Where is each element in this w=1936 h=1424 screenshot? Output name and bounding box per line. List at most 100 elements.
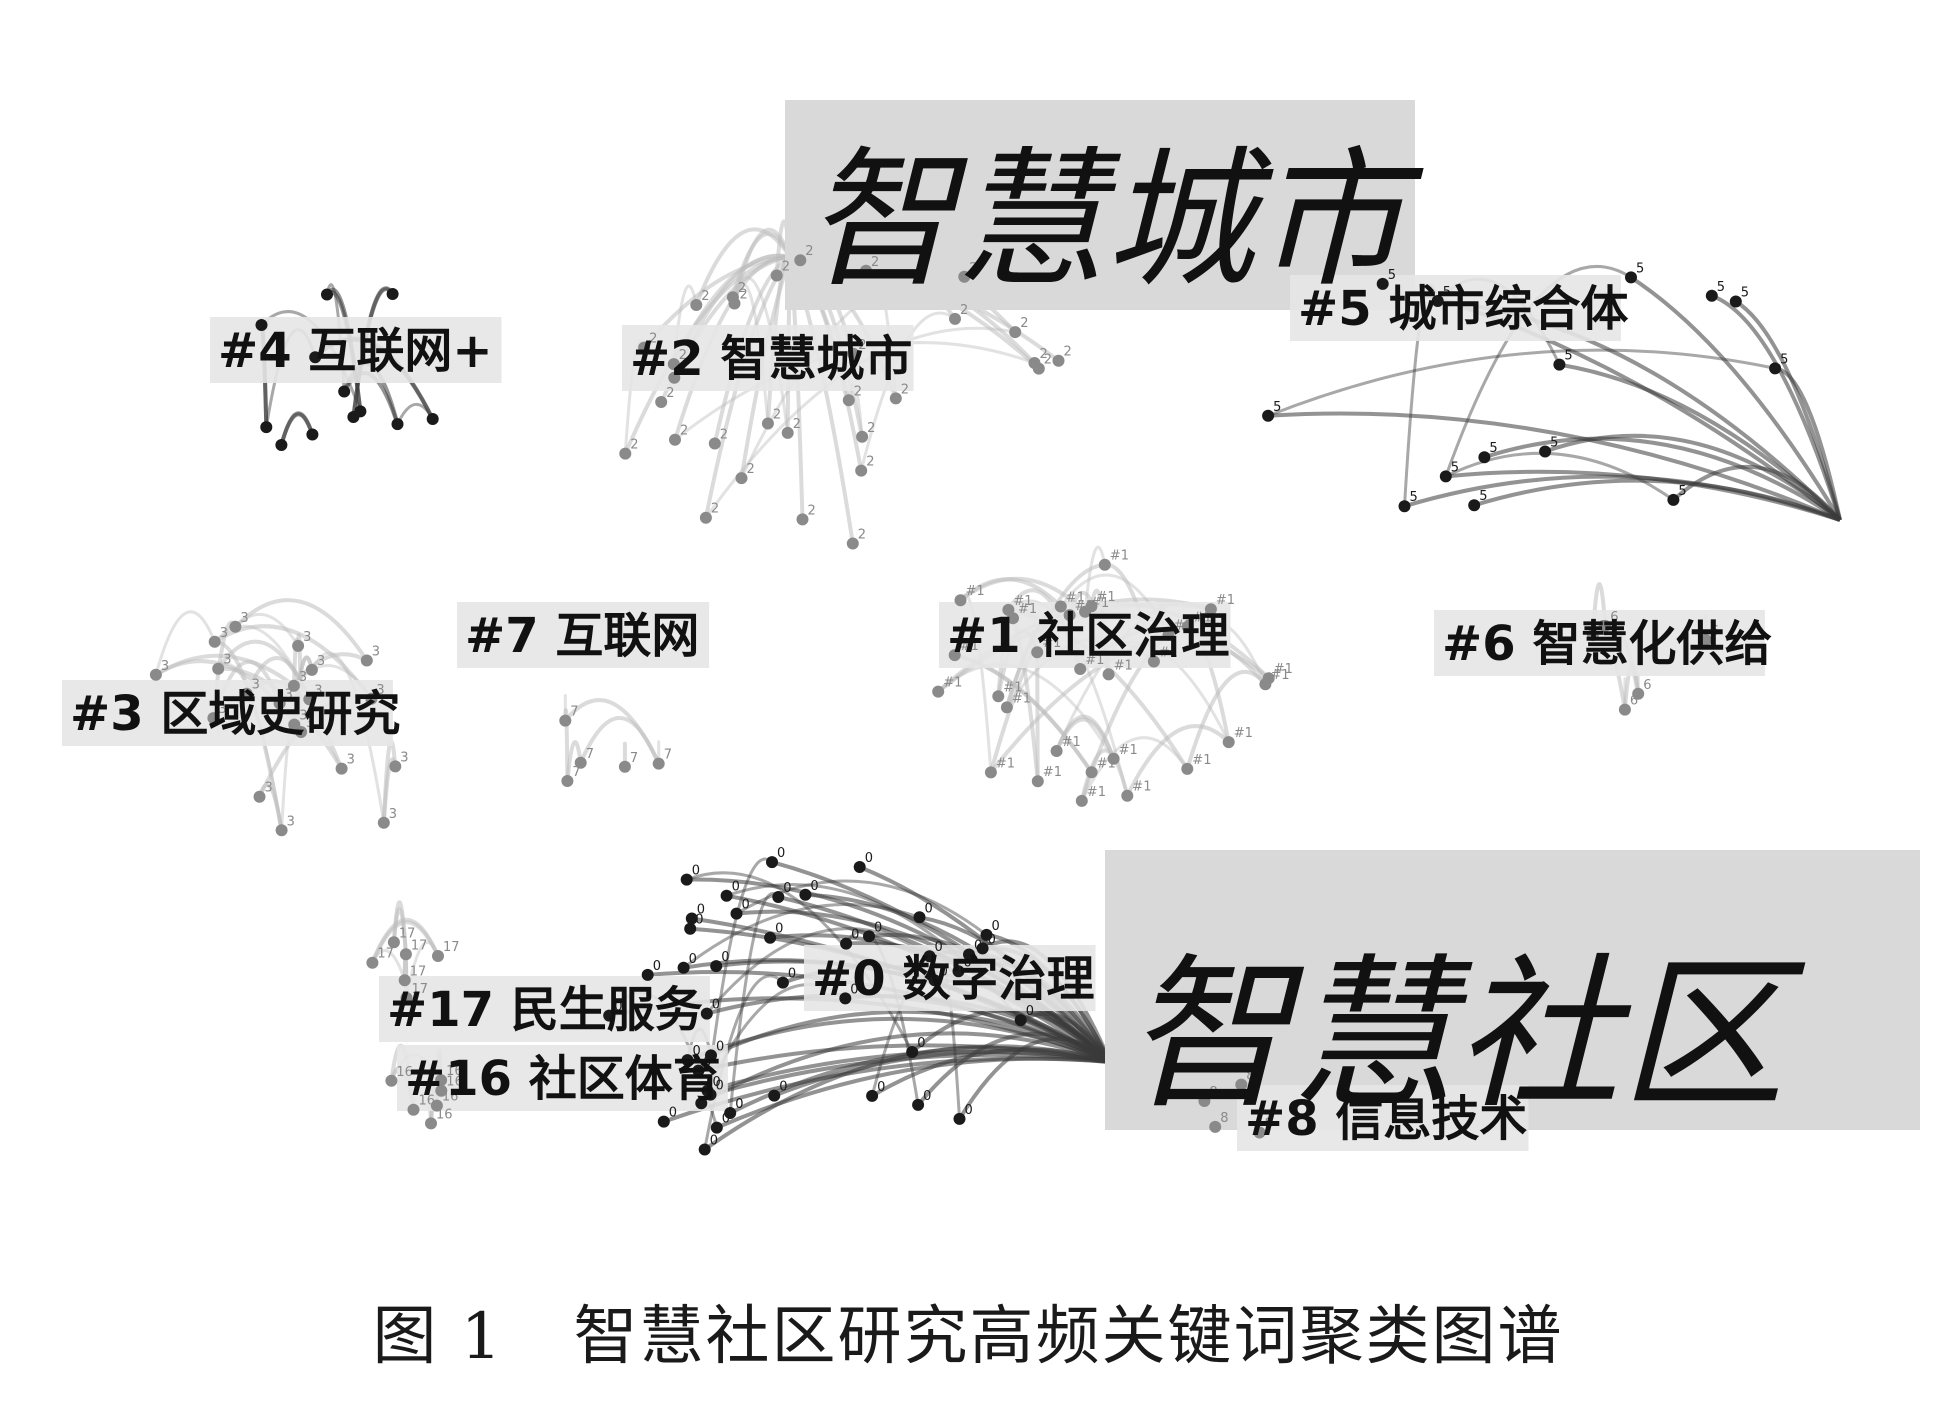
node-tag: 2 (649, 332, 657, 347)
keyword-node (1063, 609, 1076, 622)
node-tag: 0 (722, 1112, 730, 1127)
node-tag: 0 (777, 846, 785, 861)
edge (1629, 275, 1842, 522)
keyword-node (710, 1121, 723, 1134)
keyword-node (1031, 775, 1044, 788)
keyword-node (720, 889, 733, 902)
keyword-node (435, 1074, 448, 1087)
node-tag: 0 (874, 920, 882, 935)
node-tag: #1 (1090, 596, 1109, 611)
keyword-node (1054, 600, 1067, 613)
keyword-node (638, 341, 651, 354)
node-tag: #1 (943, 676, 962, 691)
node-tag: #1 (1085, 653, 1104, 668)
cluster-c0-nodes: 0000000000000000000000000000000000000000… (603, 846, 1034, 1156)
node-tag: #1 (966, 584, 985, 599)
edge (728, 891, 780, 1114)
node-tag: 0 (788, 967, 796, 982)
keyword-node (1586, 629, 1599, 642)
cluster-label-c0: #0 数字治理 (812, 951, 1094, 1007)
cluster-label-c17: #17 民生服务 (387, 982, 703, 1038)
edge (1125, 724, 1231, 797)
edge (1544, 433, 1842, 522)
keyword-node (338, 385, 351, 398)
node-tag: 7 (664, 748, 672, 763)
keyword-node (1769, 362, 1782, 375)
node-tag: 5 (1443, 285, 1451, 300)
cluster-label-c2: #2 智慧城市 (630, 331, 912, 387)
edge (858, 865, 1112, 1064)
keyword-node (1028, 357, 1041, 369)
node-tag: 2 (805, 244, 813, 259)
edge (959, 576, 1087, 614)
keyword-node (699, 511, 712, 524)
keyword-node (657, 1115, 670, 1128)
node-tag: 2 (793, 417, 801, 432)
cluster-label-c3: #3 区域史研究 (70, 686, 400, 742)
keyword-node (770, 269, 783, 282)
node-tag: 17 (412, 982, 429, 997)
node-tag: 6 (1643, 678, 1651, 693)
node-tag: 0 (716, 1039, 724, 1054)
keyword-node (618, 760, 631, 773)
edge (1267, 348, 1776, 418)
keyword-node (705, 1049, 717, 1062)
node-tag: 0 (779, 1080, 787, 1095)
keyword-node (1539, 445, 1552, 458)
node-tag: 5 (1741, 286, 1749, 301)
node-tag: 16 (396, 1065, 413, 1080)
node-tag: 2 (679, 362, 687, 377)
edge (1083, 545, 1107, 612)
node-tag: 0 (732, 880, 740, 895)
keyword-node (761, 417, 774, 430)
cluster-label-c16: #16 社区体育 (405, 1051, 721, 1107)
cluster-c4-nodes (255, 288, 439, 451)
node-tag: 0 (917, 1036, 925, 1051)
node-tag: 16 (446, 1075, 463, 1090)
keyword-node (149, 668, 162, 681)
keyword-node (366, 956, 379, 969)
keyword-node (1262, 409, 1275, 422)
keyword-node (1052, 354, 1065, 367)
node-tag: 6 (1610, 610, 1618, 625)
keyword-node (923, 950, 936, 963)
keyword-node (354, 405, 367, 418)
node-tag: 6 (1630, 694, 1638, 709)
keyword-node (963, 948, 975, 961)
keyword-node (1085, 766, 1098, 779)
cluster-label-c6: #6 智慧化供给 (1442, 616, 1772, 672)
node-tag: 0 (721, 950, 729, 965)
keyword-node (253, 790, 266, 803)
keyword-node (1468, 499, 1481, 512)
keyword-node (435, 1084, 448, 1097)
node-tag: 2 (679, 348, 687, 363)
node-tag: 0 (850, 982, 858, 997)
node-tag: #1 (1110, 549, 1129, 564)
keyword-node (425, 1117, 437, 1130)
edge (1483, 436, 1842, 522)
node-tag: 0 (653, 959, 661, 974)
keyword-node (860, 264, 872, 277)
node-tag: 0 (614, 1000, 622, 1015)
keyword-node (853, 861, 866, 873)
keyword-node (846, 537, 859, 550)
keyword-node (1014, 1014, 1027, 1027)
keyword-node (856, 430, 869, 443)
node-tag: #1 (1159, 646, 1178, 661)
node-tag: 0 (735, 1097, 743, 1112)
node-tag: 7 (630, 751, 638, 766)
keyword-node (275, 824, 288, 837)
node-tag: 5 (1780, 352, 1788, 367)
keyword-node (1632, 687, 1645, 700)
keyword-node (1121, 789, 1134, 802)
node-tag: 17 (443, 940, 460, 955)
keyword-node (928, 974, 941, 987)
node-tag: 5 (1678, 484, 1686, 499)
node-tag: 3 (376, 683, 384, 698)
node-tag: 0 (710, 1134, 718, 1149)
keyword-node (855, 464, 868, 477)
edge (957, 1036, 1112, 1120)
